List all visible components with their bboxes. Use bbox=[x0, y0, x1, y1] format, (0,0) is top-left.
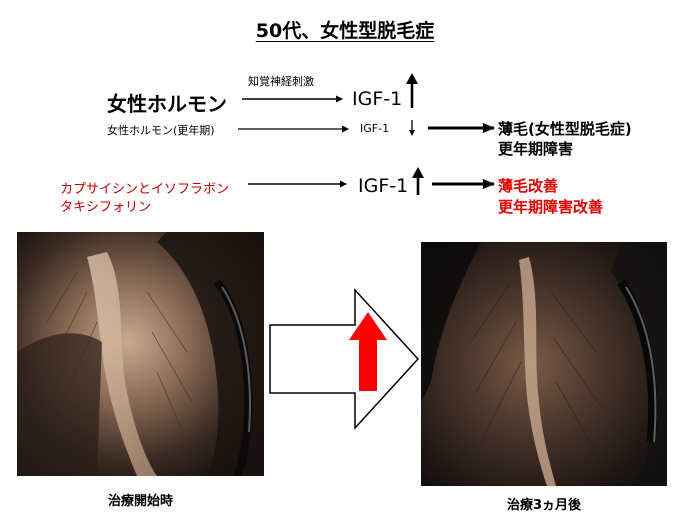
arrow-up-icon bbox=[412, 167, 424, 195]
igf1-label-row1: IGF-1 bbox=[352, 88, 403, 110]
menopause-improvement-label: 更年期障害改善 bbox=[498, 198, 604, 216]
igf1-label-row3: IGF-1 bbox=[358, 175, 409, 197]
center-arrow-label: IGF-1 bbox=[283, 340, 355, 371]
arrow-up-icon bbox=[406, 73, 418, 108]
female-hormone-menopause-label: 女性ホルモン(更年期) bbox=[107, 124, 215, 137]
page-title-text: 50代、女性型脱毛症 bbox=[255, 20, 435, 42]
menopause-disorder-label: 更年期障害 bbox=[498, 140, 574, 158]
scalp-after-image bbox=[421, 242, 667, 486]
page-title: 50代、女性型脱毛症 bbox=[0, 16, 690, 43]
arrow-down-icon bbox=[409, 120, 415, 136]
scalp-photo-before bbox=[17, 232, 264, 476]
after-caption: 治療3ヵ月後 bbox=[506, 498, 582, 513]
sensory-nerve-label: 知覚神経刺激 bbox=[248, 75, 314, 88]
thinning-hair-label: 薄毛(女性型脱毛症) bbox=[498, 120, 632, 138]
female-hormone-label: 女性ホルモン bbox=[107, 92, 227, 116]
red-up-arrow-icon bbox=[349, 312, 387, 391]
scalp-photo-after bbox=[421, 242, 667, 486]
igf1-label-row2: IGF-1 bbox=[360, 122, 390, 135]
taxifolin-label: タキシフォリン bbox=[60, 200, 152, 215]
capsaicin-isoflavone-label: カプサイシンとイソフラボン bbox=[60, 182, 230, 197]
hair-improvement-label: 薄毛改善 bbox=[498, 177, 559, 195]
before-caption: 治療開始時 bbox=[107, 494, 173, 509]
scalp-before-image bbox=[17, 232, 264, 476]
